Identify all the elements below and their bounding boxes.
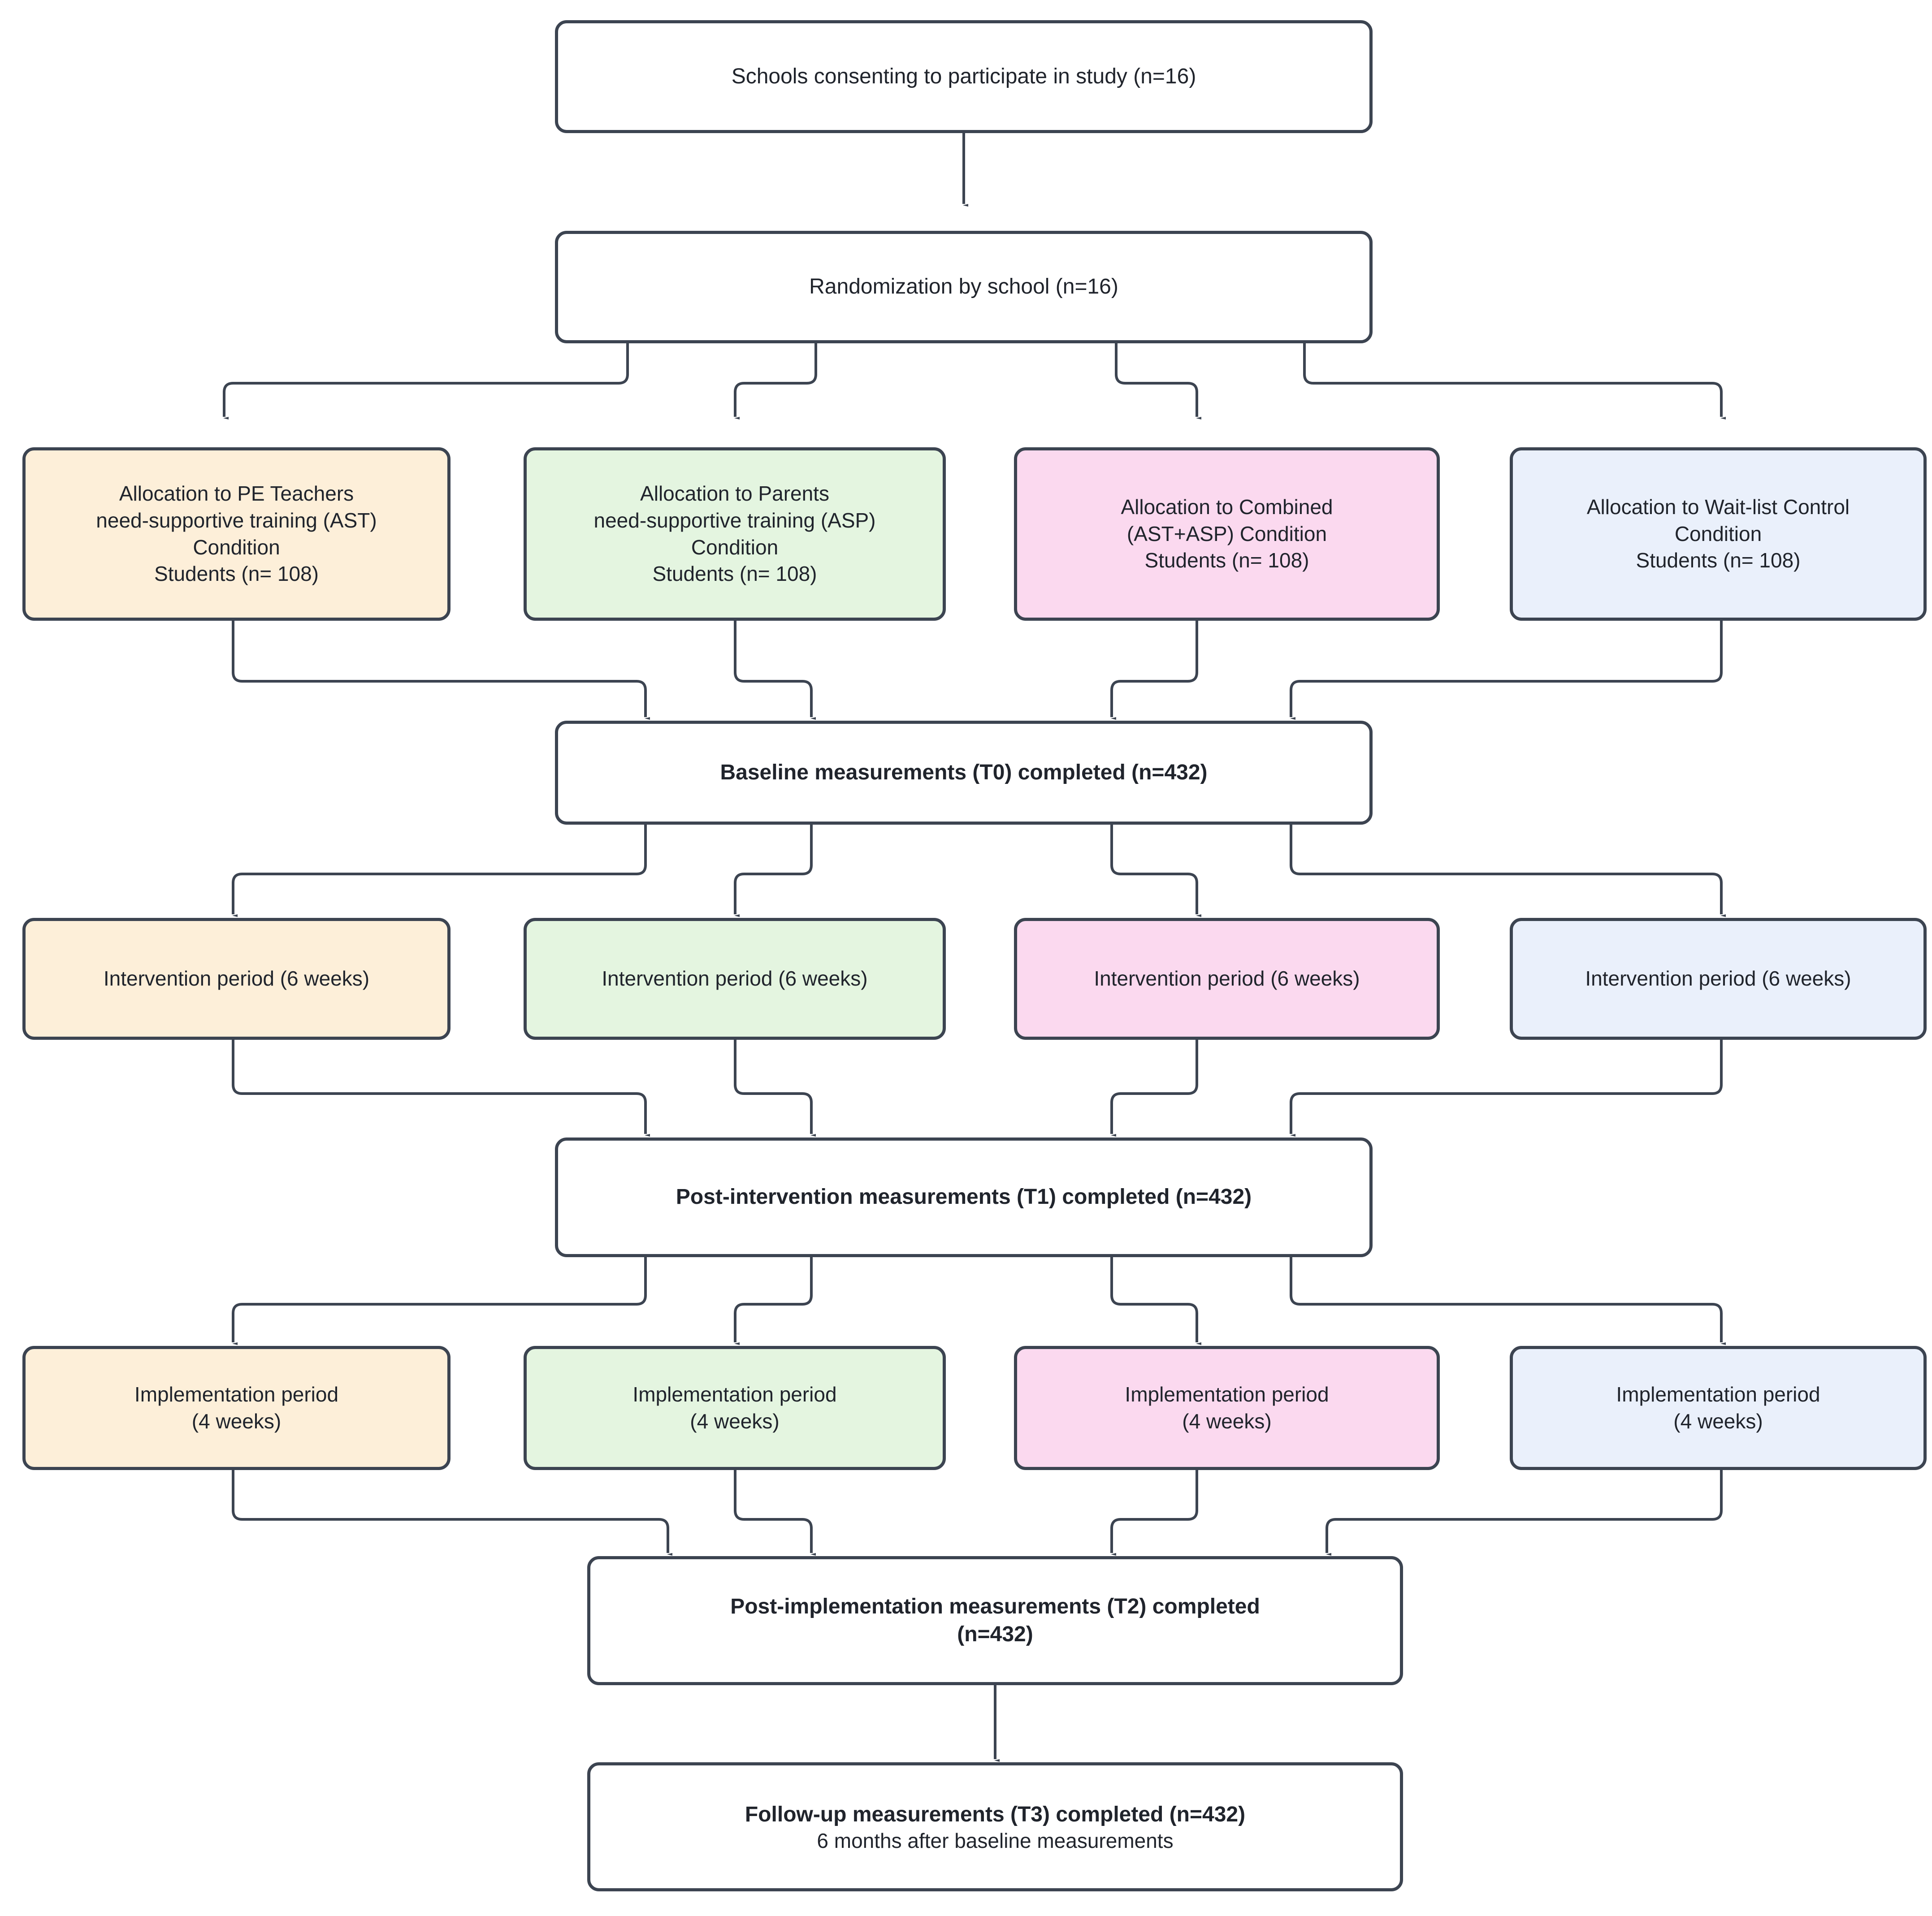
node-intervention-period-asp-label: Intervention period (6 weeks)	[602, 967, 868, 990]
node-randomization-label: Randomization by school (n=16)	[809, 275, 1118, 299]
node-allocation-waitlist-label: Allocation to Wait-list Control Conditio…	[1586, 495, 1850, 572]
node-post-intervention-measurements[interactable]: Post-intervention measurements (T1) comp…	[555, 1137, 1373, 1257]
node-implementation-period-waitlist-label: Implementation period (4 weeks)	[1616, 1382, 1820, 1433]
node-implementation-period-waitlist[interactable]: Implementation period (4 weeks)	[1510, 1346, 1927, 1470]
node-baseline-measurements-label: Baseline measurements (T0) completed (n=…	[720, 760, 1208, 784]
node-intervention-period-ast[interactable]: Intervention period (6 weeks)	[22, 918, 451, 1040]
node-allocation-ast-label: Allocation to PE Teachers need-supportiv…	[96, 481, 377, 586]
node-schools-consenting-label: Schools consenting to participate in stu…	[731, 64, 1196, 88]
node-allocation-ast[interactable]: Allocation to PE Teachers need-supportiv…	[22, 447, 451, 621]
node-followup-measurements-sublabel: 6 months after baseline measurements	[817, 1829, 1174, 1853]
node-followup-measurements[interactable]: Follow-up measurements (T3) completed (n…	[587, 1762, 1403, 1891]
node-intervention-period-ast-label: Intervention period (6 weeks)	[103, 967, 370, 990]
node-implementation-period-ast[interactable]: Implementation period (4 weeks)	[22, 1346, 451, 1470]
node-allocation-combined-label: Allocation to Combined (AST+ASP) Conditi…	[1121, 495, 1333, 572]
node-followup-measurements-label: Follow-up measurements (T3) completed (n…	[745, 1802, 1246, 1826]
node-implementation-period-combined-label: Implementation period (4 weeks)	[1125, 1382, 1329, 1433]
node-allocation-waitlist[interactable]: Allocation to Wait-list Control Conditio…	[1510, 447, 1927, 621]
node-post-implementation-measurements-label: Post-implementation measurements (T2) co…	[730, 1594, 1260, 1646]
node-intervention-period-combined-label: Intervention period (6 weeks)	[1094, 967, 1360, 990]
node-intervention-period-waitlist-label: Intervention period (6 weeks)	[1585, 967, 1851, 990]
node-post-intervention-measurements-label: Post-intervention measurements (T1) comp…	[676, 1185, 1252, 1209]
node-intervention-period-waitlist[interactable]: Intervention period (6 weeks)	[1510, 918, 1927, 1040]
node-schools-consenting[interactable]: Schools consenting to participate in stu…	[555, 20, 1373, 133]
node-allocation-asp[interactable]: Allocation to Parents need-supportive tr…	[524, 447, 946, 621]
node-implementation-period-asp[interactable]: Implementation period (4 weeks)	[524, 1346, 946, 1470]
node-intervention-period-asp[interactable]: Intervention period (6 weeks)	[524, 918, 946, 1040]
node-baseline-measurements[interactable]: Baseline measurements (T0) completed (n=…	[555, 721, 1373, 825]
node-allocation-combined[interactable]: Allocation to Combined (AST+ASP) Conditi…	[1014, 447, 1440, 621]
node-implementation-period-combined[interactable]: Implementation period (4 weeks)	[1014, 1346, 1440, 1470]
node-allocation-asp-label: Allocation to Parents need-supportive tr…	[593, 481, 876, 586]
node-randomization[interactable]: Randomization by school (n=16)	[555, 231, 1373, 343]
node-implementation-period-asp-label: Implementation period (4 weeks)	[632, 1382, 837, 1433]
node-intervention-period-combined[interactable]: Intervention period (6 weeks)	[1014, 918, 1440, 1040]
node-post-implementation-measurements[interactable]: Post-implementation measurements (T2) co…	[587, 1556, 1403, 1685]
node-implementation-period-ast-label: Implementation period (4 weeks)	[134, 1382, 339, 1433]
